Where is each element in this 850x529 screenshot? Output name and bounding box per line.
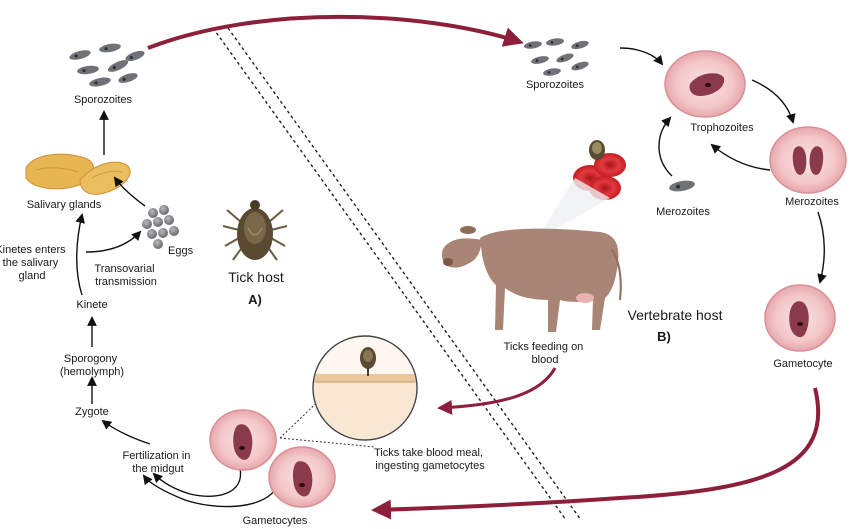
label-vertebrate-host: Vertebrate host [628, 307, 723, 323]
small-tick-on-rbc [589, 140, 605, 160]
host-separator [212, 27, 582, 521]
sporozoites-cluster-host [524, 38, 589, 76]
arrow-ticks-feeding [437, 367, 557, 415]
label-salivary-glands: Salivary glands [27, 199, 102, 211]
label-blood-meal: Ticks take blood meal, ingesting gametoc… [374, 447, 486, 472]
zoom-cone [536, 178, 610, 240]
label-eggs: Eggs [168, 245, 194, 257]
arrow-sporozoites-to-host [147, 14, 524, 50]
gametocyte-cell-tick-1 [209, 409, 277, 471]
trophozoite-cell [664, 50, 746, 118]
free-merozoite [669, 180, 695, 192]
label-sporogony: Sporogony (hemolymph) [60, 353, 124, 378]
label-gametocyte-host: Gametocyte [773, 358, 832, 370]
tick-feeding-skin-inset [312, 335, 418, 441]
label-panel-a: A) [248, 292, 262, 307]
arrow-gametocyte-to-tick [371, 387, 821, 520]
label-kinete: Kinete [76, 299, 107, 311]
gametocyte-cell-host [764, 284, 836, 352]
salivary-glands-image [25, 153, 131, 195]
label-ticks-feeding: Ticks feeding on blood [504, 341, 587, 366]
tick-cycle-arrows [75, 110, 276, 508]
tick-host-image [222, 200, 288, 261]
sporozoites-cluster-tick [69, 43, 145, 87]
label-gametocytes-tick: Gametocytes [243, 515, 308, 527]
label-sporozoites-host: Sporozoites [526, 79, 585, 91]
label-kinetes-enters: Kinetes enters the salivary gland [0, 244, 69, 282]
label-transovarial: Transovarial transmission [94, 263, 157, 288]
label-fertilization: Fertilization in the midgut [123, 450, 194, 475]
label-merozoites-right: Merozoites [785, 196, 839, 208]
label-merozoites-left: Merozoites [656, 206, 710, 218]
label-tick-host: Tick host [228, 269, 284, 285]
merozoite-cell [769, 126, 847, 194]
eggs-cluster [142, 205, 179, 249]
gametocyte-cell-tick-2 [268, 446, 336, 508]
cow-image [441, 226, 622, 332]
label-panel-b: B) [657, 329, 671, 344]
label-sporozoites-tick: Sporozoites [74, 94, 133, 106]
label-trophozoites: Trophozoites [690, 122, 754, 134]
label-zygote: Zygote [75, 406, 109, 418]
host-cycle-arrows [619, 47, 827, 284]
